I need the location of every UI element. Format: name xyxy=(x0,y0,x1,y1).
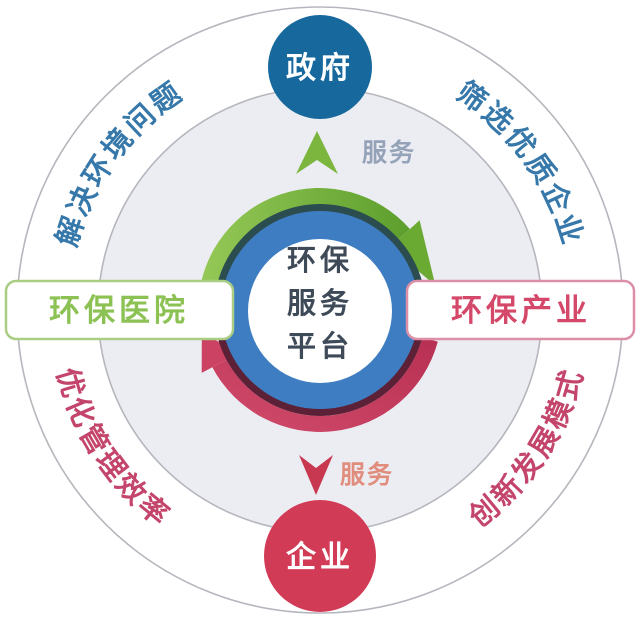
hub-title-line2: 服务 xyxy=(287,287,353,320)
cycle-arrow-red-icon xyxy=(212,337,438,432)
service-arrow-down-icon xyxy=(299,455,333,495)
right-box-label: 环保产业 xyxy=(451,293,591,328)
service-arrow-up-icon xyxy=(296,131,338,174)
enterprise-node: 企业 xyxy=(264,500,376,612)
hub-cycle: 环保 服务 平台 xyxy=(198,188,438,432)
government-circle xyxy=(268,15,372,119)
cycle-arrow-green-head-icon xyxy=(389,220,436,286)
cycle-arrow-red-head-icon xyxy=(201,330,237,373)
enterprise-label: 企业 xyxy=(286,540,354,574)
left-box: 环保医院 xyxy=(4,279,235,341)
hub-title-line1: 环保 xyxy=(287,244,353,277)
government-label: 政府 xyxy=(286,51,354,85)
service-label-bottom: 服务 xyxy=(340,461,394,489)
left-box-frame xyxy=(4,279,235,341)
government-node: 政府 xyxy=(268,15,372,119)
cycle-arrow-green-icon xyxy=(198,188,410,301)
right-box: 环保产业 xyxy=(405,279,636,341)
hub-title-line3: 平台 xyxy=(287,329,353,363)
right-box-frame xyxy=(405,279,636,341)
left-box-label: 环保医院 xyxy=(49,293,189,328)
hub-core xyxy=(248,239,392,383)
enterprise-circle xyxy=(264,500,376,612)
service-label-top: 服务 xyxy=(362,139,416,167)
